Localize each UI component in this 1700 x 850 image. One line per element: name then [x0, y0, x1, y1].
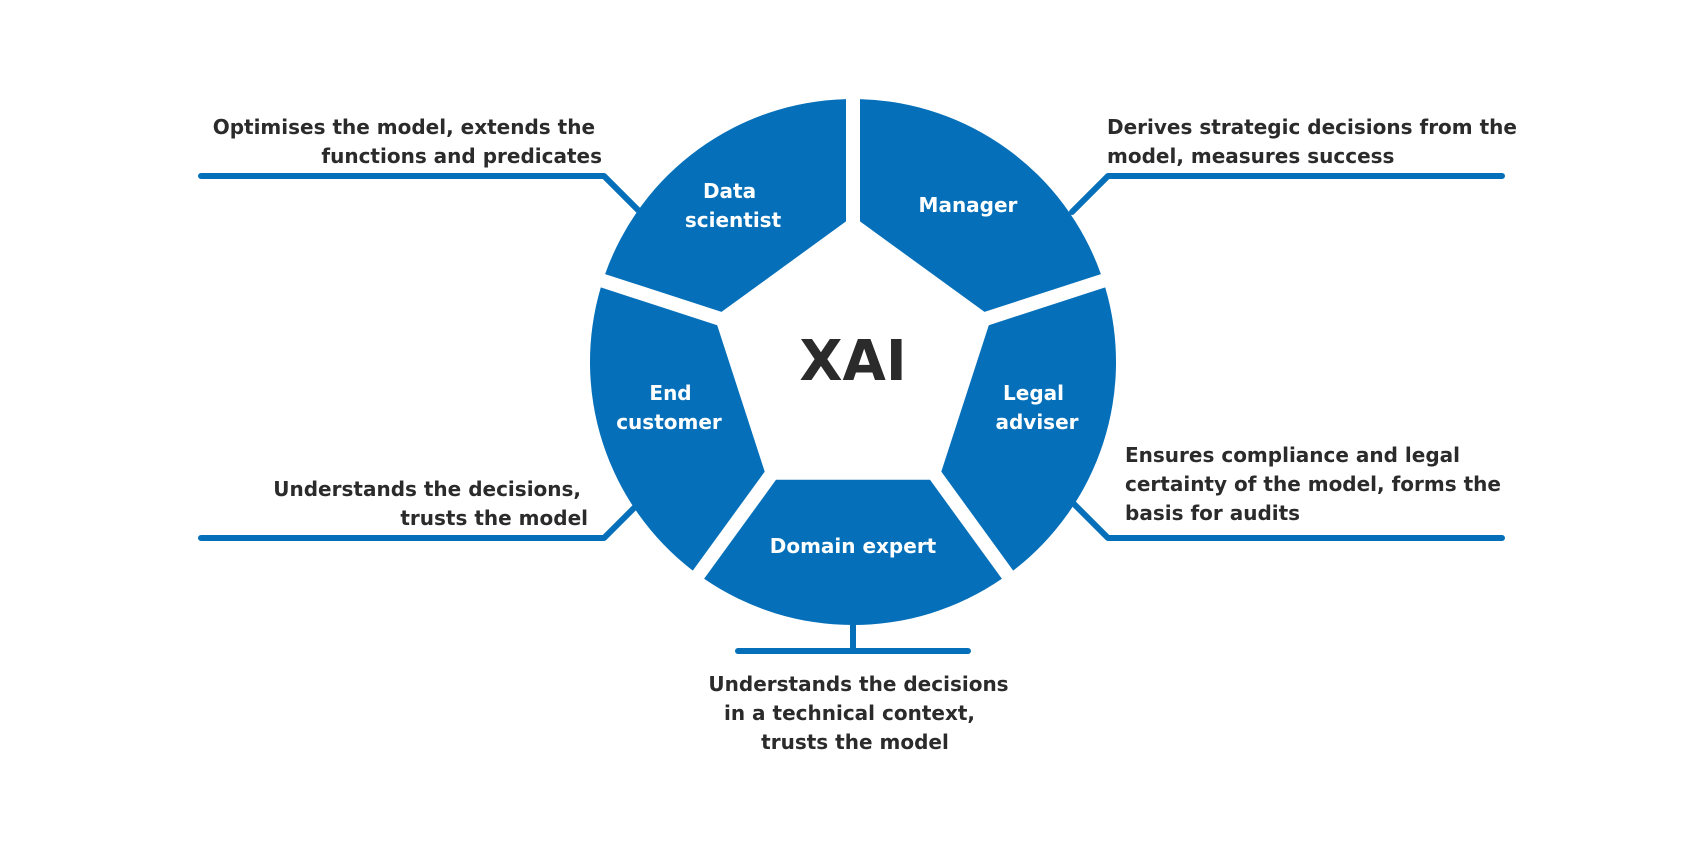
segment-label-end-customer: End customer [616, 381, 722, 434]
segment-label-manager: Manager [919, 193, 1018, 217]
description-manager: Derives strategic decisions from the mod… [1107, 115, 1524, 168]
leader-lines [198, 173, 1505, 654]
segment-label-domain-expert: Domain expert [770, 534, 937, 558]
leader-line-end-customer [198, 499, 643, 541]
segment-domain-expert [704, 479, 1002, 626]
description-legal-adviser: Ensures compliance and legal certainty o… [1125, 443, 1508, 525]
segment-data-scientist [605, 99, 846, 312]
description-data-scientist: Optimises the model, extends the functio… [213, 115, 602, 168]
segment-manager [860, 99, 1101, 312]
segment-end-customer [589, 287, 765, 571]
segment-legal-adviser [941, 287, 1117, 571]
description-domain-expert: Understands the decisions in a technical… [708, 672, 1015, 754]
role-segments [589, 99, 1117, 626]
leader-line-data-scientist [198, 173, 643, 215]
center-title: XAI [799, 329, 906, 394]
description-end-customer: Understands the decisions, trusts the mo… [273, 477, 588, 530]
leader-line-manager [1069, 173, 1505, 215]
segment-label-legal-adviser: Legal adviser [995, 381, 1078, 434]
leader-line-legal-adviser [1069, 499, 1505, 541]
segment-label-data-scientist: Data scientist [685, 179, 782, 232]
